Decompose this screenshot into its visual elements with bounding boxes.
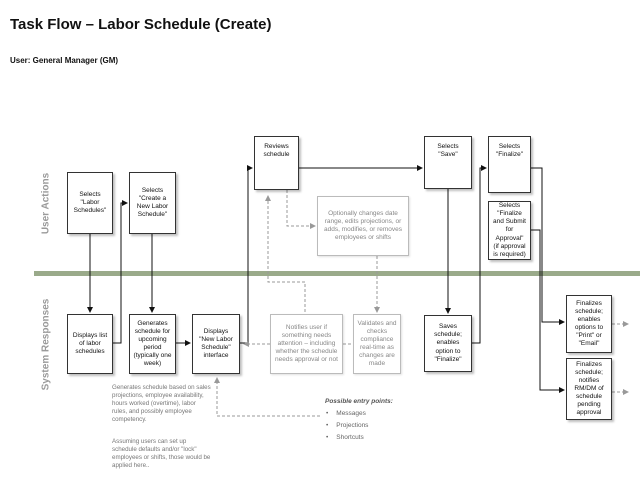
entry-point-item: Projections xyxy=(326,422,368,429)
box-reviews-schedule: Reviews schedule xyxy=(254,136,299,190)
connector-list-to-create xyxy=(113,200,128,344)
entry-point-item: Shortcuts xyxy=(326,434,363,441)
connector-entry-to-interface xyxy=(214,377,320,417)
box-select-finalize-submit: Selects "Finalize and Submit for Approva… xyxy=(488,201,531,260)
box-select-save: Selects "Save" xyxy=(424,136,472,189)
box-select-create-new-schedule: Selects "Create a New Labor Schedule" xyxy=(129,172,176,234)
box-finalizes-print-email: Finalizes schedule; enables options to "… xyxy=(566,295,612,353)
entry-point-item: Messages xyxy=(326,410,366,417)
box-validates-compliance: Validates and checks compliance real-tim… xyxy=(353,314,401,374)
box-finalizes-notify-approval: Finalizes schedule; notifies RM/DM of sc… xyxy=(566,358,612,420)
user-role-label: User: General Manager (GM) xyxy=(10,56,119,65)
note-schedule-generation: Generates schedule based on sales projec… xyxy=(112,384,211,424)
box-generates-schedule: Generates schedule for upcoming period (… xyxy=(129,314,176,374)
connector-review-to-options xyxy=(286,190,316,229)
connector-saves-to-finalize xyxy=(472,165,487,344)
box-select-finalize: Selects "Finalize" xyxy=(488,136,531,193)
connector-notify-to-review xyxy=(265,195,306,312)
box-displays-new-schedule-interface: Displays "New Labor Schedule" interface xyxy=(192,314,240,374)
connector-submit-to-notify xyxy=(531,229,565,393)
box-select-labor-schedules: Selects "Labor Schedules" xyxy=(67,172,113,234)
page-title: Task Flow – Labor Schedule (Create) xyxy=(10,16,272,33)
entry-points-title: Possible entry points: xyxy=(325,398,393,405)
box-displays-schedule-list: Displays list of labor schedules xyxy=(67,314,113,374)
box-saves-schedule: Saves schedule; enables option to "Final… xyxy=(424,315,472,372)
note-schedule-defaults: Assuming users can set up schedule defau… xyxy=(112,438,211,470)
swimlane-divider xyxy=(34,271,640,276)
box-optional-changes: Optionally changes date range, edits pro… xyxy=(317,196,409,256)
box-notifies-user: Notifies user if something needs attenti… xyxy=(270,314,343,374)
connector-interface-to-review xyxy=(240,165,253,344)
connector-finalize-to-print xyxy=(531,167,565,325)
